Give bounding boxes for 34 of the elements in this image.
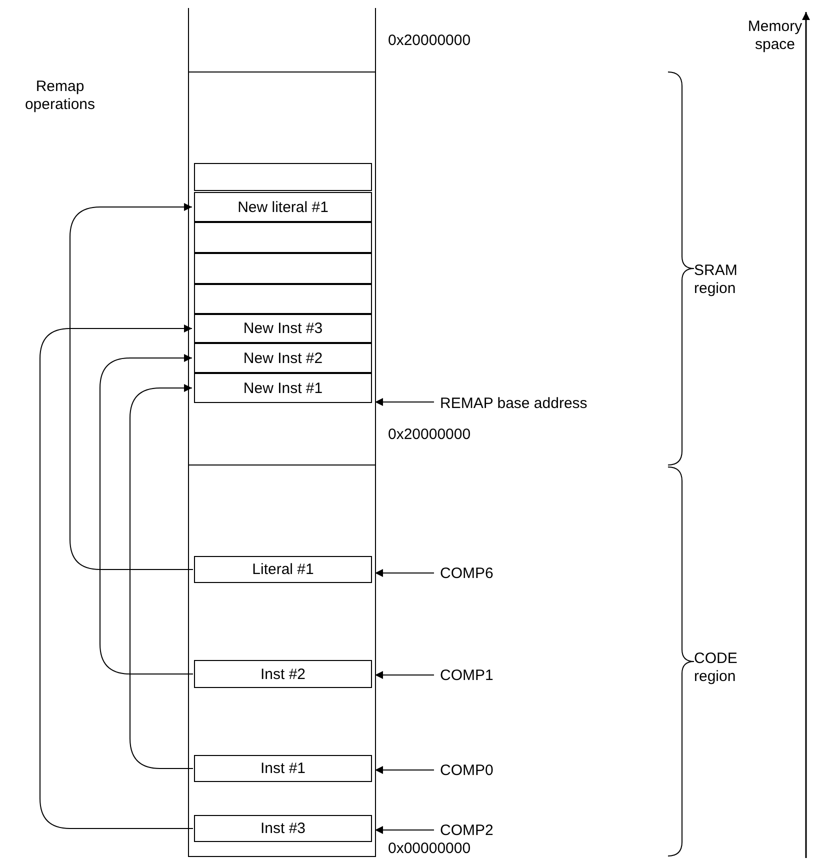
arrow — [100, 354, 194, 674]
arrow — [374, 569, 434, 577]
arrow — [374, 766, 434, 774]
register-label: COMP2 — [440, 820, 500, 840]
region-label: Remap operations — [24, 78, 96, 114]
arrow — [374, 398, 434, 406]
register-label: COMP0 — [440, 760, 500, 780]
arrow — [374, 826, 434, 834]
region-label: CODE region — [694, 650, 738, 686]
register-label: COMP6 — [440, 563, 500, 583]
empty-memory-slot — [194, 222, 372, 253]
arrow — [374, 671, 434, 679]
memory-slot: Inst #2 — [194, 660, 372, 688]
region-label: Memory space — [746, 18, 804, 54]
empty-memory-slot — [194, 163, 372, 191]
memory-map-column — [188, 8, 376, 857]
address-label: 0x00000000 — [388, 840, 472, 858]
arrow — [40, 324, 194, 829]
arrow — [130, 384, 194, 769]
memory-slot: New Inst #1 — [194, 373, 372, 403]
memory-slot: Literal #1 — [194, 556, 372, 583]
register-label: COMP1 — [440, 665, 500, 685]
empty-memory-slot — [194, 253, 372, 284]
memory-slot: Inst #1 — [194, 755, 372, 782]
address-label: 0x20000000 — [388, 32, 472, 50]
arrow — [70, 203, 194, 570]
empty-memory-slot — [194, 284, 372, 314]
address-label: 0x20000000 — [388, 426, 472, 444]
memory-slot: New Inst #2 — [194, 343, 372, 373]
memory-slot: New literal #1 — [194, 192, 372, 222]
memory-slot: Inst #3 — [194, 815, 372, 842]
memory-slot: New Inst #3 — [194, 314, 372, 343]
register-label: REMAP base address — [440, 393, 610, 413]
region-label: SRAM region — [694, 262, 738, 298]
